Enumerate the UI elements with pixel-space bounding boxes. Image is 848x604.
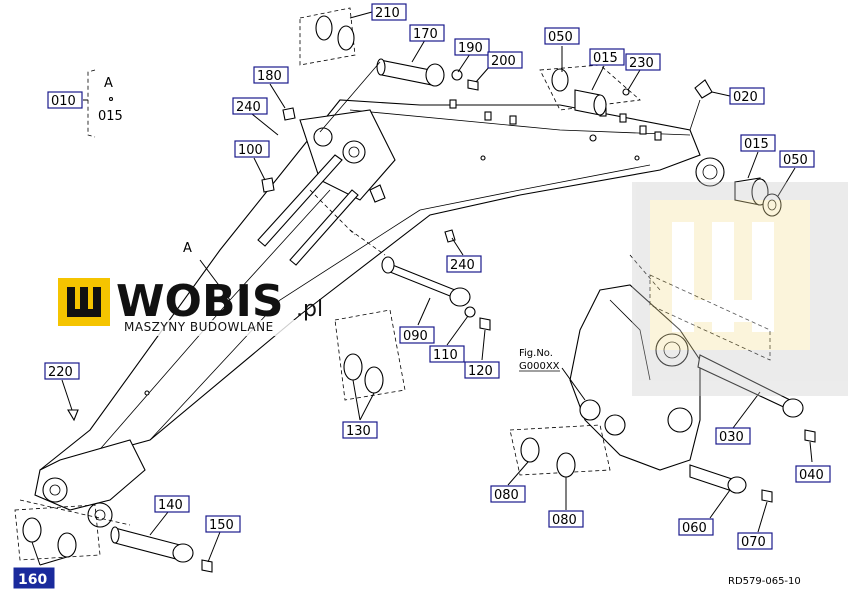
svg-text:040: 040 bbox=[799, 468, 824, 483]
callout-070[interactable]: 070 bbox=[737, 532, 773, 550]
wobis-watermark-left: WOBIS .pl MASZYNY BUDOWLANE bbox=[58, 276, 323, 336]
svg-text:180: 180 bbox=[257, 69, 282, 84]
svg-text:080: 080 bbox=[494, 488, 519, 503]
svg-text:240: 240 bbox=[236, 100, 261, 115]
callout-230[interactable]: 230 bbox=[625, 53, 661, 71]
pin-140-assembly bbox=[14, 504, 213, 573]
callout-210[interactable]: 210 bbox=[371, 3, 407, 21]
svg-text:030: 030 bbox=[719, 430, 744, 445]
svg-text:200: 200 bbox=[491, 54, 516, 69]
svg-text:060: 060 bbox=[682, 521, 707, 536]
svg-text:080: 080 bbox=[552, 513, 577, 528]
svg-text:050: 050 bbox=[548, 30, 573, 45]
wobis-brand: WOBIS bbox=[116, 276, 284, 327]
svg-text:240: 240 bbox=[450, 258, 475, 273]
swing-bracket bbox=[509, 274, 816, 503]
bushing-015-upper bbox=[539, 64, 713, 131]
callout-240-lower[interactable]: 240 bbox=[446, 255, 482, 273]
svg-text:100: 100 bbox=[238, 143, 263, 158]
callout-020[interactable]: 020 bbox=[729, 87, 765, 105]
drawing-code: RD579-065-10 bbox=[728, 576, 801, 587]
callout-080-left[interactable]: 080 bbox=[490, 485, 526, 503]
wobis-watermark-right bbox=[632, 182, 848, 396]
fig-ref-line2: G000XX bbox=[519, 361, 560, 372]
svg-text:160: 160 bbox=[18, 572, 47, 588]
svg-text:140: 140 bbox=[158, 498, 183, 513]
callout-170[interactable]: 170 bbox=[409, 24, 445, 42]
svg-text:090: 090 bbox=[403, 329, 428, 344]
svg-text:010: 010 bbox=[51, 94, 76, 109]
callout-080-right[interactable]: 080 bbox=[548, 510, 584, 528]
callout-060[interactable]: 060 bbox=[678, 518, 714, 536]
pin-170-assembly bbox=[299, 7, 479, 133]
bushing-015-lower bbox=[734, 177, 782, 217]
svg-text:020: 020 bbox=[733, 90, 758, 105]
svg-text:015: 015 bbox=[593, 51, 618, 66]
svg-text:190: 190 bbox=[458, 41, 483, 56]
group-label-sub: 015 bbox=[98, 109, 123, 124]
callout-090[interactable]: 090 bbox=[399, 326, 435, 344]
callout-040[interactable]: 040 bbox=[795, 465, 831, 483]
wobis-tagline: MASZYNY BUDOWLANE bbox=[124, 320, 274, 334]
callout-050-lower[interactable]: 050 bbox=[779, 150, 815, 168]
cap-220 bbox=[67, 409, 79, 422]
callout-030[interactable]: 030 bbox=[715, 427, 751, 445]
group-label-letter: A bbox=[104, 76, 113, 91]
grease-nipple-100 bbox=[261, 177, 275, 193]
svg-text:110: 110 bbox=[433, 348, 458, 363]
svg-text:220: 220 bbox=[48, 365, 73, 380]
callout-200[interactable]: 200 bbox=[487, 51, 523, 69]
svg-text:120: 120 bbox=[468, 364, 493, 379]
callout-050-upper[interactable]: 050 bbox=[544, 27, 580, 45]
callout-150[interactable]: 150 bbox=[205, 515, 241, 533]
callout-015-lower[interactable]: 015 bbox=[740, 134, 776, 152]
callout-180[interactable]: 180 bbox=[253, 66, 289, 84]
svg-text:170: 170 bbox=[413, 27, 438, 42]
callout-015-upper[interactable]: 015 bbox=[589, 48, 625, 66]
callout-110[interactable]: 110 bbox=[429, 345, 465, 363]
callout-130[interactable]: 130 bbox=[342, 421, 378, 439]
svg-text:150: 150 bbox=[209, 518, 234, 533]
callout-190[interactable]: 190 bbox=[454, 38, 490, 56]
callout-100[interactable]: 100 bbox=[234, 140, 270, 158]
wobis-domain: .pl bbox=[296, 297, 323, 322]
arm-label: A bbox=[183, 241, 192, 256]
callout-010[interactable]: 010 bbox=[47, 91, 83, 109]
leader-lines bbox=[31, 11, 813, 566]
svg-text:070: 070 bbox=[741, 535, 766, 550]
svg-text:130: 130 bbox=[346, 424, 371, 439]
group-bracket-010: A 015 bbox=[83, 69, 123, 138]
boom-body bbox=[19, 99, 725, 528]
svg-text:015: 015 bbox=[744, 137, 769, 152]
callout-220[interactable]: 220 bbox=[44, 362, 80, 380]
svg-text:230: 230 bbox=[629, 56, 654, 71]
svg-text:210: 210 bbox=[375, 6, 400, 21]
callout-160[interactable]: 160 bbox=[13, 567, 55, 589]
callout-140[interactable]: 140 bbox=[154, 495, 190, 513]
fig-ref-line1: Fig.No. bbox=[519, 348, 553, 359]
svg-text:050: 050 bbox=[783, 153, 808, 168]
callout-120[interactable]: 120 bbox=[464, 361, 500, 379]
callout-240-upper[interactable]: 240 bbox=[232, 97, 268, 115]
grease-nipple-180 bbox=[282, 107, 296, 121]
